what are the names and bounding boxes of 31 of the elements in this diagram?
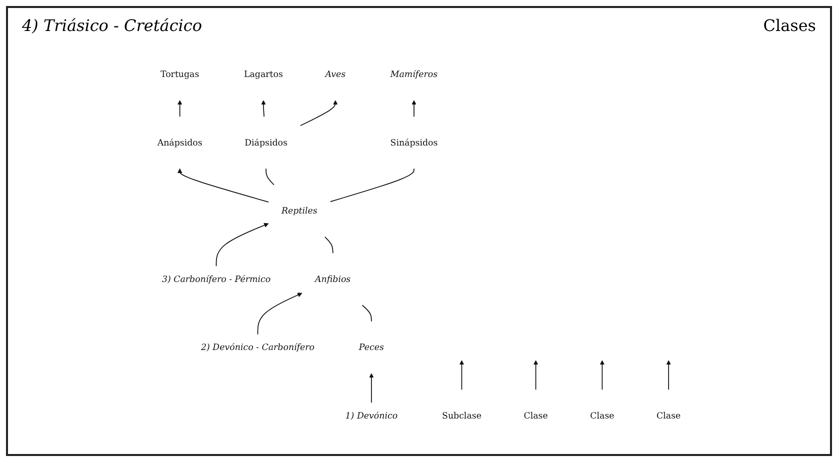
rank-label: Clases — [763, 16, 816, 35]
arrow — [369, 373, 374, 404]
arrow — [257, 292, 302, 335]
arrow — [216, 222, 269, 267]
taxon-label: Diápsidos — [244, 137, 288, 148]
taxon-label: Reptiles — [282, 205, 318, 216]
arrow — [533, 360, 538, 390]
taxon-label: Clase — [590, 410, 614, 421]
taxon-label: 3) Carbonífero - Pérmico — [162, 274, 271, 284]
taxon-label: Peces — [358, 342, 384, 352]
arrow — [600, 360, 605, 390]
taxon-label: Tortugas — [160, 68, 200, 80]
taxon-label: Lagartos — [244, 68, 283, 80]
arrow — [177, 168, 269, 202]
arrow — [261, 100, 266, 118]
taxon-label: Subclase — [442, 410, 482, 421]
taxon-label: Clase — [656, 410, 681, 421]
taxon-label: Aves — [325, 68, 346, 80]
arrow — [177, 100, 182, 118]
arrow — [666, 360, 671, 390]
taxon-label: 2) Devónico - Carbonífero — [201, 342, 314, 352]
arrow — [300, 100, 338, 126]
period-label: 4) Triásico - Cretácico — [22, 16, 202, 35]
taxon-label: Anápsidos — [157, 137, 202, 148]
taxon-label: Anfibios — [315, 274, 351, 284]
taxon-label: Sinápsidos — [390, 137, 438, 148]
arrow — [412, 100, 416, 118]
taxon-label: Clase — [524, 410, 548, 421]
taxon-label: Mamíferos — [390, 68, 438, 80]
taxon-label: 1) Devónico — [345, 410, 398, 421]
arrow — [459, 360, 464, 390]
